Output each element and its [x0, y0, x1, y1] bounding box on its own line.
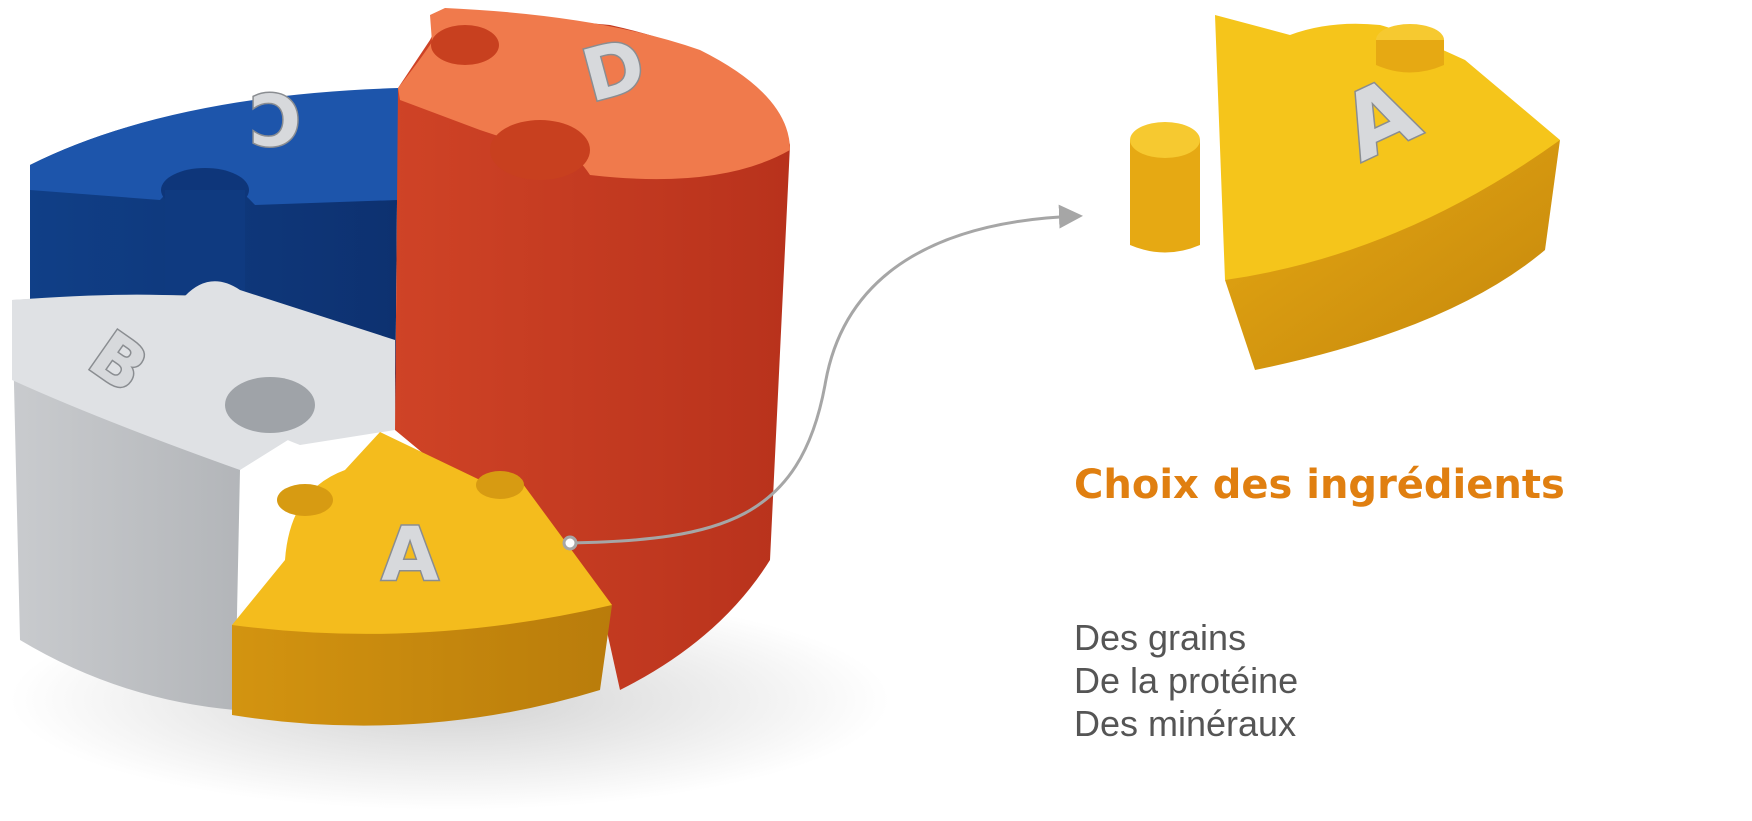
list-item: Des minéraux [1074, 702, 1298, 745]
section-title: Choix des ingrédients [1074, 462, 1565, 508]
piece-letter-a: A [381, 512, 438, 598]
ingredient-list: Des grains De la protéine Des minéraux [1074, 616, 1298, 745]
piece-letter-c: C [249, 77, 300, 159]
connector-origin-dot [564, 537, 576, 549]
list-item: Des grains [1074, 616, 1298, 659]
detached-puzzle-piece-a: A [1130, 15, 1560, 370]
list-item: De la protéine [1074, 659, 1298, 702]
